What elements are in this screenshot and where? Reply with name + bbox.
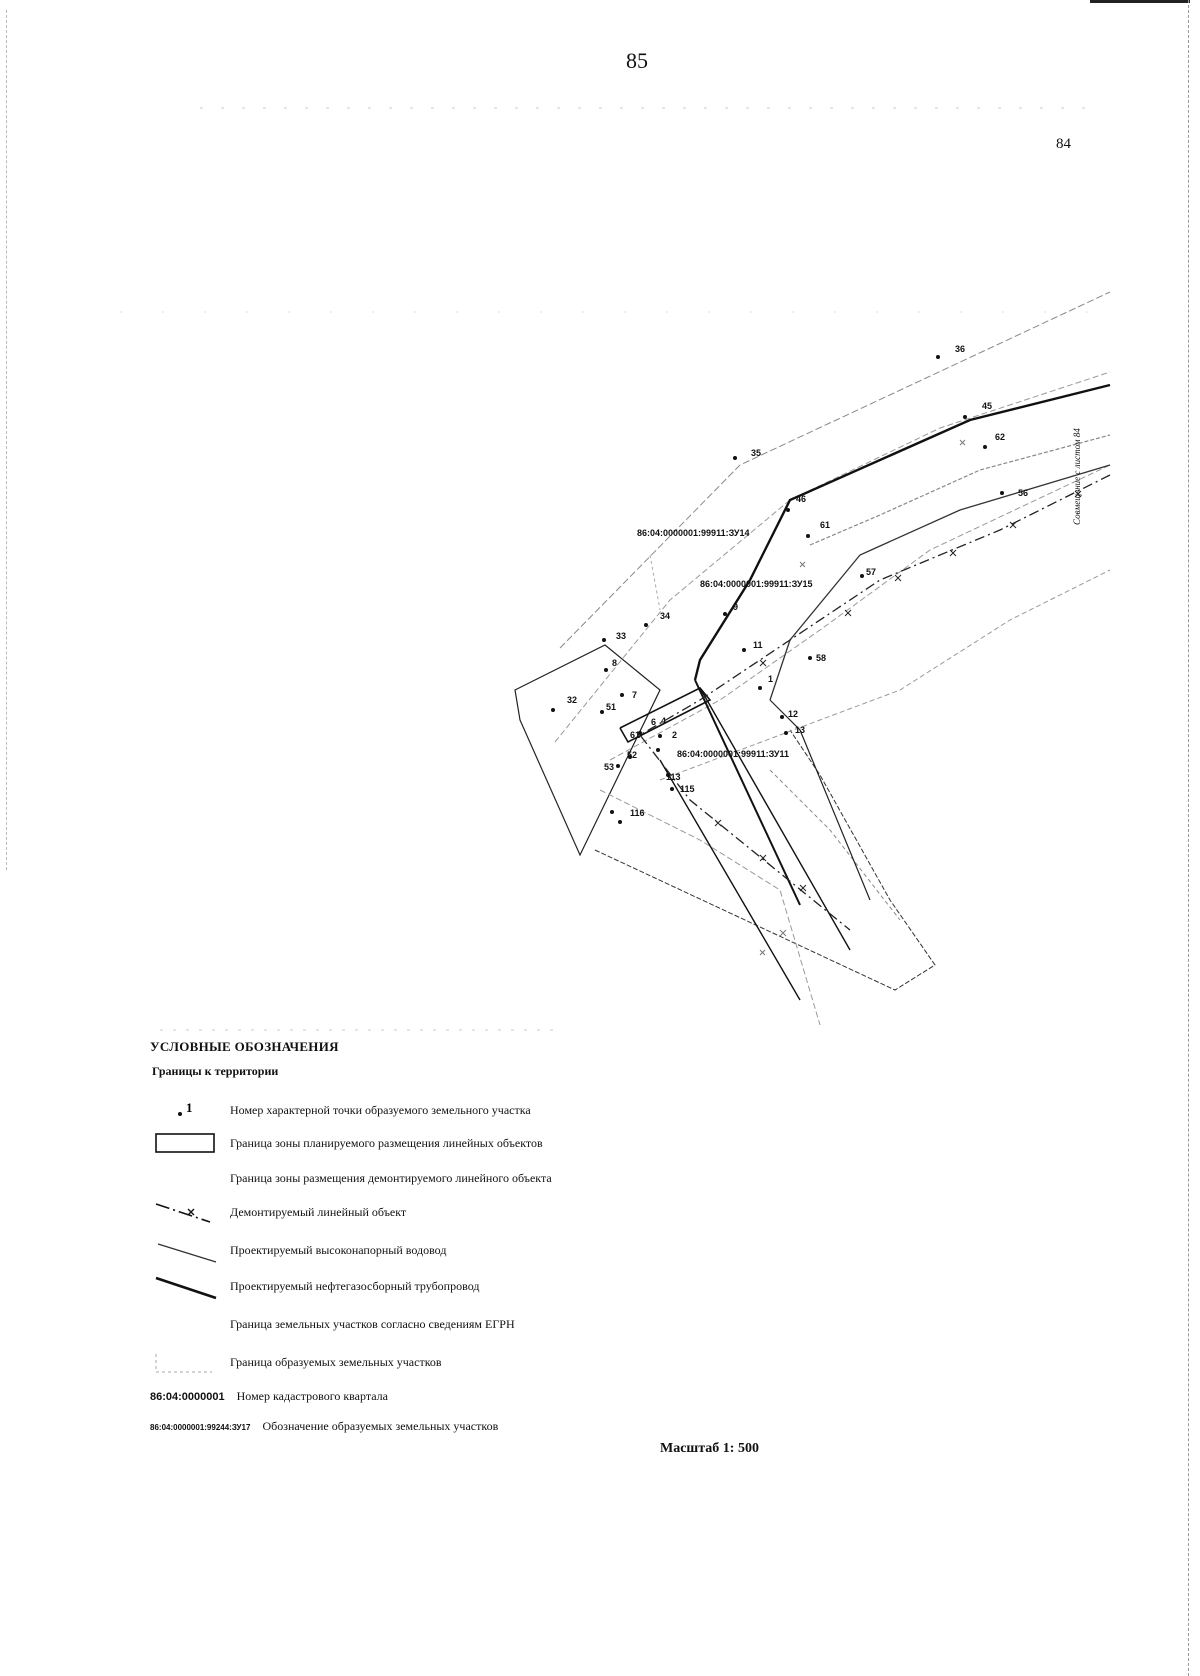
- egrn-symbol: [150, 1312, 220, 1338]
- point-label: 57: [866, 567, 876, 577]
- egrn-boundary: [559, 291, 1111, 649]
- cadastral-label-zu14: 86:04:0000001:99911:ЗУ14: [637, 528, 749, 538]
- point-label: 51: [606, 702, 616, 712]
- legend-item-oil-pipe: Проектируемый нефтегазосборный трубопров…: [150, 1274, 670, 1300]
- demount-object-symbol: [155, 1203, 211, 1223]
- cad-quarter-code: 86:04:0000001: [150, 1391, 225, 1403]
- point-label: 7: [632, 690, 637, 700]
- legend-item-zone-demount: Граница зоны размещения демонтируемого л…: [150, 1166, 670, 1192]
- zone-linear-boundary: [514, 644, 661, 857]
- legend-subtitle: Границы к территории: [152, 1064, 279, 1078]
- point-label: 53: [604, 762, 614, 772]
- point-label: 115: [680, 784, 695, 794]
- point-label: 61: [820, 520, 830, 530]
- legend-label: Граница земельных участков согласно свед…: [230, 1317, 515, 1331]
- pipe-corridor-line: [659, 759, 801, 1001]
- point-label: 113: [666, 772, 681, 782]
- point-label: 13: [795, 725, 805, 735]
- point-label: 32: [567, 695, 577, 705]
- legend-item-egrn: Граница земельных участков согласно свед…: [150, 1312, 670, 1338]
- formed-parcel-symbol: [155, 1354, 212, 1373]
- zone-linear-symbol: [155, 1133, 215, 1153]
- point-label: 61: [630, 730, 640, 740]
- legend-item-cad-quarter: 86:04:0000001 Номер кадастрового квартала: [150, 1384, 670, 1410]
- parcel-code: 86:04:0000001:99244:ЗУ17: [150, 1423, 251, 1432]
- point-symbol: 1: [178, 1100, 193, 1116]
- point-labels: 36 45 62 35 46 61 56 57 34 9 33 11 58 8 …: [567, 344, 1028, 818]
- point-label: 34: [660, 611, 670, 621]
- legend-parcel-designation: 86:04:0000001:99244:ЗУ17 Обозначение обра…: [150, 1419, 498, 1434]
- legend-item-formed: Граница образуемых земельных участков: [150, 1350, 670, 1376]
- point-label: 9: [733, 602, 738, 612]
- legend-label: Номер кадастрового квартала: [236, 1389, 388, 1403]
- point-symbol-number: 1: [186, 1100, 193, 1115]
- point-label: 46: [796, 494, 806, 504]
- legend-label: Граница зоны размещения демонтируемого л…: [230, 1171, 552, 1185]
- point-label: 35: [751, 448, 761, 458]
- formed-parcel-boundary: [769, 769, 901, 921]
- formed-parcel-boundary: [609, 464, 1111, 761]
- demounted-linear-object: [639, 474, 1111, 931]
- legend-item-zone-linear: Граница зоны планируемого размещения лин…: [150, 1131, 670, 1157]
- pipe-corridor-line: [699, 687, 851, 951]
- point-label: 4: [661, 716, 666, 726]
- cadastral-label-zu11: 86:04:0000001:99911:ЗУ11: [677, 749, 789, 759]
- water-pipeline: [769, 699, 871, 901]
- point-label: 6: [651, 717, 656, 727]
- legend-title: УСЛОВНЫЕ ОБОЗНАЧЕНИЯ: [150, 1039, 339, 1054]
- formed-parcel-boundary: [809, 434, 1111, 546]
- point-label: 2: [672, 730, 677, 740]
- point-label: 52: [627, 750, 637, 760]
- point-label: 62: [995, 432, 1005, 442]
- legend-item-point: 1 Номер характерной точки образуемого зе…: [150, 1098, 670, 1124]
- formed-parcel-boundary: [599, 789, 821, 1026]
- legend-cad-quarter: 86:04:0000001 Номер кадастрового квартала: [150, 1389, 388, 1404]
- page-number: 85: [626, 48, 648, 73]
- characteristic-points: [551, 355, 1004, 824]
- top-edge-bar: [1090, 0, 1190, 3]
- point-label: 11: [753, 640, 763, 650]
- point-label: 33: [616, 631, 626, 641]
- formed-parcel-boundary: [554, 371, 1111, 743]
- parcel-zu11-boundary: [619, 687, 712, 744]
- legend-item-water-pipe: Проектируемый высоконапорный водовод: [150, 1238, 670, 1264]
- left-scan-edge: [6, 10, 8, 870]
- point-label: 1: [768, 674, 773, 684]
- formed-parcel-boundary: [659, 569, 1111, 781]
- legend-item-demount-object: Демонтируемый линейный объект: [150, 1200, 670, 1226]
- sheet-junction-note: Совмещение с листом 84: [1072, 428, 1082, 525]
- right-scan-edge: [1188, 0, 1190, 1676]
- oil-pipeline: [694, 679, 801, 906]
- point-label: 56: [1018, 488, 1028, 498]
- point-label: 58: [816, 653, 826, 663]
- point-label: 36: [955, 344, 965, 354]
- legend-label: Граница зоны планируемого размещения лин…: [230, 1136, 543, 1150]
- map-drawing: 36 45 62 35 46 61 56 57 34 9 33 11 58 8 …: [120, 107, 1111, 1031]
- map-scale: Масштаб 1: 500: [660, 1441, 759, 1456]
- oil-pipeline: [693, 383, 1111, 681]
- point-label: 8: [612, 658, 617, 668]
- oil-pipe-symbol: [155, 1276, 217, 1300]
- water-pipe-symbol: [157, 1243, 217, 1263]
- legend-label: Демонтируемый линейный объект: [230, 1205, 407, 1219]
- legend-label: Проектируемый высоконапорный водовод: [230, 1243, 447, 1257]
- gray-x-marks: [759, 439, 966, 956]
- zone-demount-symbol: [150, 1166, 220, 1192]
- legend-item-parcel-designation: 86:04:0000001:99244:ЗУ17 Обозначение обра…: [150, 1414, 670, 1440]
- point-label: 45: [982, 401, 992, 411]
- reference-page-number: 84: [1056, 136, 1071, 152]
- legend-label: Граница образуемых земельных участков: [230, 1355, 442, 1369]
- point-label: 116: [630, 808, 645, 818]
- demount-x-marks: [714, 490, 1082, 892]
- cadastral-label-zu15: 86:04:0000001:99911:ЗУ15: [700, 579, 812, 589]
- formed-parcel-boundary: [649, 554, 661, 611]
- legend-label: Обозначение образуемых земельных участко…: [262, 1419, 499, 1433]
- legend-label: Проектируемый нефтегазосборный трубопров…: [230, 1279, 480, 1293]
- legend-label: Номер характерной точки образуемого земе…: [230, 1103, 531, 1117]
- point-label: 12: [788, 709, 798, 719]
- water-pipeline: [769, 464, 1111, 701]
